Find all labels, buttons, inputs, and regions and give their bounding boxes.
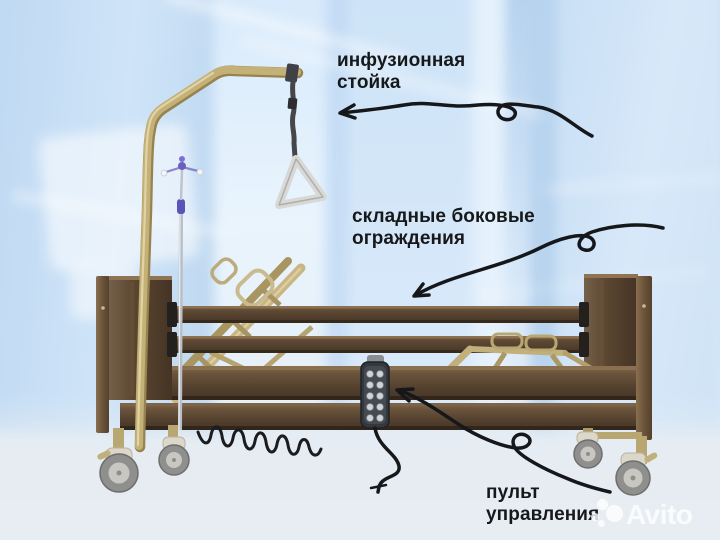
caster-rear-right bbox=[573, 431, 603, 469]
avito-logo-icon bbox=[588, 496, 624, 534]
avito-watermark: Avito bbox=[588, 496, 693, 534]
label-line: складные боковые bbox=[352, 206, 535, 227]
label-infusion-stand: инфузионная стойка bbox=[337, 50, 465, 94]
power-cable-coil bbox=[196, 425, 323, 457]
label-remote: пульт управления bbox=[486, 482, 599, 526]
backrest-wire-handle bbox=[235, 268, 275, 308]
label-line: управления bbox=[486, 504, 600, 526]
remote-buttons bbox=[366, 370, 384, 422]
iv-pole bbox=[160, 156, 204, 431]
remote-control bbox=[360, 355, 401, 494]
legrest-wire-loops bbox=[490, 332, 558, 352]
footboard-column bbox=[636, 276, 652, 440]
footboard-screw bbox=[642, 304, 646, 308]
label-side-rails: складные боковые ограждения bbox=[352, 206, 535, 250]
side-rail-top bbox=[174, 306, 586, 323]
trapeze-handle-shade bbox=[278, 158, 324, 206]
trapeze-strap bbox=[285, 63, 299, 160]
headboard-screw bbox=[101, 306, 105, 310]
remote-cable bbox=[373, 426, 401, 494]
bed-legs bbox=[113, 425, 647, 464]
arrow-side-rails bbox=[412, 223, 665, 298]
arrow-remote bbox=[395, 387, 612, 494]
rail-brackets bbox=[167, 302, 589, 357]
avito-wordmark: Avito bbox=[626, 499, 693, 530]
arrow-infusion-stand bbox=[338, 101, 594, 138]
label-line: ограждения bbox=[352, 228, 466, 250]
trapeze-pole bbox=[134, 65, 304, 453]
caster-rear-left bbox=[158, 436, 190, 476]
label-line: стойка bbox=[337, 72, 401, 94]
label-line: инфузионная bbox=[337, 50, 466, 71]
caster-front-left bbox=[97, 447, 139, 493]
caster-front-right bbox=[615, 452, 658, 496]
corridor-dark-band bbox=[530, 0, 557, 432]
label-line: пульт bbox=[486, 482, 540, 503]
